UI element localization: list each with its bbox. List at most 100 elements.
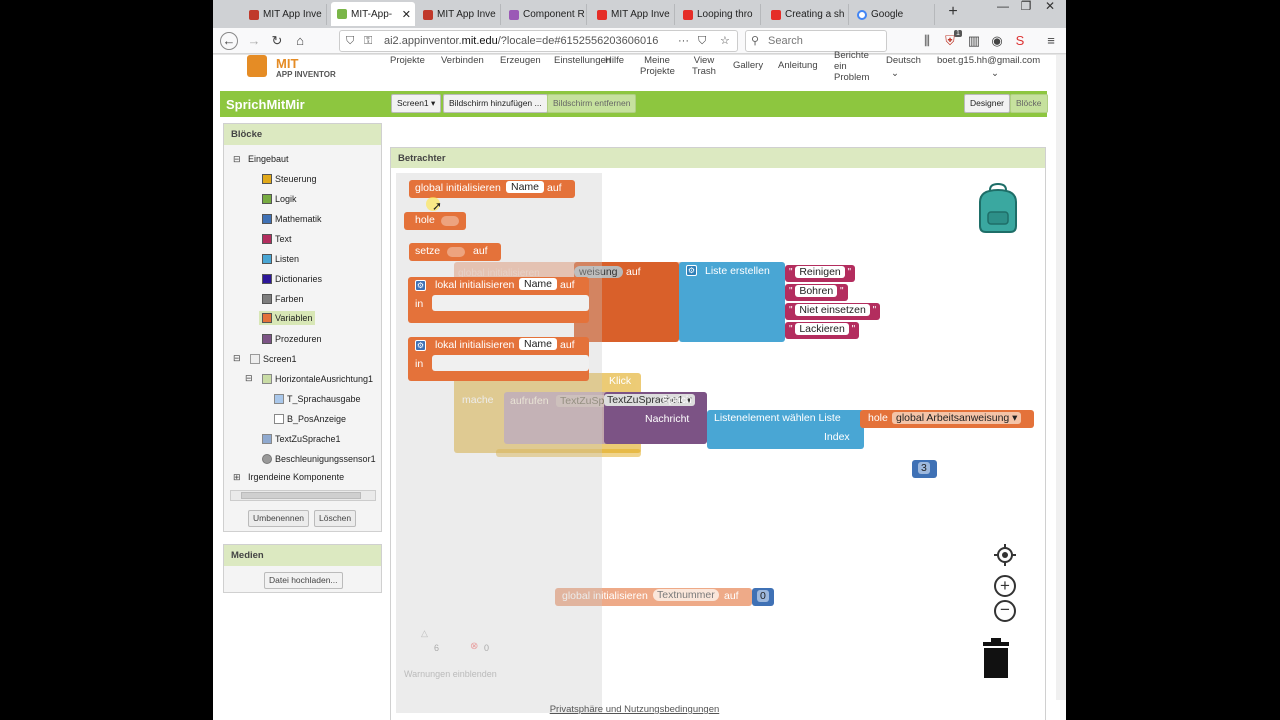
variable-dropdown[interactable]: global Arbeitsanweisung ▾: [892, 412, 1022, 424]
blocks-button[interactable]: Blöcke: [1010, 94, 1048, 113]
extension-icon[interactable]: S: [1015, 33, 1025, 48]
number-block[interactable]: 0: [752, 588, 774, 606]
hamburger-menu-icon[interactable]: ≡: [1047, 33, 1055, 48]
browser-tab[interactable]: MIT App Inve: [243, 4, 327, 25]
show-warnings-toggle[interactable]: Warnungen einblenden: [404, 669, 497, 679]
menu-verbinden[interactable]: Verbinden: [441, 55, 484, 66]
menu-einstellungen[interactable]: Einstellungen: [554, 55, 612, 66]
string-block[interactable]: " Niet einsetzen ": [785, 303, 881, 320]
get-variable-block[interactable]: hole global Arbeitsanweisung ▾: [860, 410, 1034, 428]
list-create-block[interactable]: ⚙ Liste erstellen: [679, 262, 785, 342]
upload-file-button[interactable]: Datei hochladen...: [264, 572, 343, 589]
global-init-textnummer[interactable]: global initialisieren Textnummer auf: [555, 588, 752, 606]
zoom-in-icon[interactable]: +: [994, 575, 1016, 597]
drawer-logik[interactable]: Logik: [262, 194, 297, 204]
collapse-icon[interactable]: ⊟: [233, 353, 241, 363]
browser-tab[interactable]: MIT App Inve: [591, 4, 675, 25]
menu-gallery[interactable]: Gallery: [733, 60, 764, 71]
menu-anleitung[interactable]: Anleitung: [778, 60, 818, 71]
zoom-out-icon[interactable]: −: [994, 600, 1016, 622]
browser-tab[interactable]: Component R: [503, 4, 587, 25]
privacy-link[interactable]: Privatsphäre und Nutzungsbedingungen: [549, 704, 720, 715]
more-icon[interactable]: ···: [678, 35, 689, 47]
drawer-mathematik[interactable]: Mathematik: [262, 214, 322, 224]
collapse-icon[interactable]: ⊟: [233, 154, 241, 164]
blocks-workspace[interactable]: global initialisieren weisung auf ⚙ List…: [396, 173, 1044, 720]
menu-language[interactable]: Deutsch: [886, 55, 921, 66]
browser-tab[interactable]: Creating a sh: [765, 4, 849, 25]
dropdown-icon[interactable]: [447, 247, 465, 257]
string-block[interactable]: " Reinigen ": [785, 265, 856, 282]
tree-scrollbar[interactable]: [230, 490, 376, 501]
string-block[interactable]: " Bohren ": [785, 284, 848, 301]
dropdown-icon[interactable]: [441, 216, 459, 226]
drawer-text[interactable]: Text: [262, 234, 292, 244]
maximize-icon[interactable]: ❐: [1020, 0, 1032, 13]
screen-select-button[interactable]: Screen1 ▾: [391, 94, 442, 113]
flyout-local-init-2[interactable]: ⚙ lokal initialisieren Name auf in: [408, 337, 589, 381]
page-scrollbar[interactable]: [1056, 55, 1066, 700]
drawer-listen[interactable]: Listen: [262, 254, 299, 264]
gear-icon[interactable]: ⚙: [415, 340, 426, 351]
error-icon[interactable]: ⊗: [470, 641, 479, 652]
browser-tab-active[interactable]: MIT-App-✕: [331, 2, 415, 26]
menu-erzeugen[interactable]: Erzeugen: [500, 55, 541, 66]
flyout-global-init[interactable]: global initialisieren Name auf: [409, 180, 575, 198]
forward-icon[interactable]: →: [247, 33, 261, 48]
drawer-variablen[interactable]: Variablen: [259, 311, 316, 325]
string-block[interactable]: " Lackieren ": [785, 322, 860, 339]
tree-horizontal-arrangement[interactable]: HorizontaleAusrichtung1: [262, 374, 373, 384]
tree-any-component[interactable]: Irgendeine Komponente: [248, 472, 345, 482]
search-input[interactable]: ⚲ Search: [745, 30, 887, 52]
menu-view-trash[interactable]: View Trash: [692, 55, 716, 77]
close-tab-icon[interactable]: ✕: [401, 8, 411, 21]
back-icon[interactable]: ←: [220, 32, 238, 50]
designer-button[interactable]: Designer: [964, 94, 1011, 113]
trash-icon[interactable]: [981, 638, 1011, 678]
drawer-farben[interactable]: Farben: [262, 294, 304, 304]
drawer-dictionaries[interactable]: Dictionaries: [262, 274, 322, 284]
menu-projekte[interactable]: Projekte: [390, 55, 425, 66]
menu-account[interactable]: boet.g15.hh@gmail.com: [937, 55, 1041, 66]
flyout-local-init-1[interactable]: ⚙ lokal initialisieren Name auf in: [408, 277, 589, 323]
menu-hilfe[interactable]: Hilfe: [605, 55, 625, 66]
flyout-get[interactable]: hole: [404, 212, 466, 230]
remove-screen-button[interactable]: Bildschirm entfernen: [547, 94, 637, 113]
collapse-icon[interactable]: ⊟: [245, 373, 253, 383]
component-dropdown[interactable]: TextZuSprache1 ▾: [604, 394, 695, 406]
pocket-icon[interactable]: ⛉: [698, 35, 707, 47]
warning-icon[interactable]: △: [421, 628, 428, 638]
drawer-steuerung[interactable]: Steuerung: [262, 174, 317, 184]
bookmark-star-icon[interactable]: ☆: [720, 35, 730, 47]
call-speak-block[interactable]: TextZuSprache1 ▾ .Sprich Nachricht: [604, 392, 707, 444]
drawer-prozeduren[interactable]: Prozeduren: [262, 334, 322, 344]
browser-tab[interactable]: MIT App Inve: [417, 4, 501, 25]
delete-button[interactable]: Löschen: [314, 510, 357, 527]
tree-b-posanzeige[interactable]: B_PosAnzeige: [274, 414, 346, 424]
menu-bericht[interactable]: Berichte ein Problem: [834, 50, 870, 83]
library-icon[interactable]: ⫼: [924, 33, 930, 48]
ublock-icon[interactable]: ⛨: [945, 33, 955, 48]
center-view-icon[interactable]: [994, 544, 1016, 566]
expand-icon[interactable]: ⊞: [233, 472, 241, 482]
tree-t-sprachausgabe[interactable]: T_Sprachausgabe: [274, 394, 361, 404]
add-screen-button[interactable]: Bildschirm hinzufügen ...: [443, 94, 548, 113]
url-bar[interactable]: ⛉ ⚿ ai2.appinventor.mit.edu/?locale=de#6…: [339, 30, 738, 52]
sidebar-icon[interactable]: ▥: [967, 33, 981, 48]
home-icon[interactable]: ⌂: [296, 33, 304, 48]
tree-accelerometer[interactable]: Beschleunigungssensor1: [262, 454, 376, 464]
tree-builtin[interactable]: Eingebaut: [248, 154, 289, 164]
browser-tab[interactable]: Google: [851, 4, 935, 25]
tree-texttospeech[interactable]: TextZuSprache1: [262, 434, 341, 444]
backpack-icon[interactable]: [972, 182, 1024, 234]
gear-icon[interactable]: ⚙: [415, 280, 426, 291]
global-init-block[interactable]: weisung auf: [574, 262, 679, 342]
minimize-icon[interactable]: —: [997, 0, 1009, 13]
tree-screen1[interactable]: Screen1: [250, 354, 297, 364]
list-select-block[interactable]: Listenelement wählen Liste Index: [707, 410, 864, 449]
browser-tab[interactable]: Looping thro: [677, 4, 761, 25]
close-window-icon[interactable]: ✕: [1044, 0, 1056, 13]
reload-icon[interactable]: ↻: [271, 33, 283, 48]
flyout-set[interactable]: setze auf: [409, 243, 501, 261]
gear-icon[interactable]: ⚙: [686, 265, 697, 276]
